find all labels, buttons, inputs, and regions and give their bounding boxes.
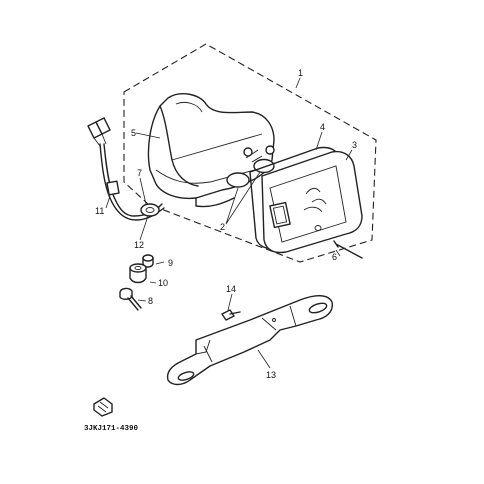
bulb-2 <box>226 145 275 188</box>
collar <box>142 254 154 268</box>
figure-code: 3JKJ171-4390 <box>84 425 139 433</box>
callout-13: 13 <box>266 370 276 380</box>
assembly-boundary <box>123 43 377 263</box>
callout-2: 2 <box>220 222 225 232</box>
front-arrow-icon <box>93 397 113 417</box>
callout-7: 7 <box>137 168 142 178</box>
callout-9: 9 <box>168 258 173 268</box>
callout-6: 6 <box>332 252 337 262</box>
callout-12: 12 <box>134 240 144 250</box>
callout-1: 1 <box>298 68 303 78</box>
lens-screw <box>333 240 363 259</box>
callout-11: 11 <box>95 206 104 216</box>
grommet <box>140 203 160 217</box>
callout-5: 5 <box>131 128 136 138</box>
damper <box>129 263 147 284</box>
bracket-bolt <box>221 309 241 321</box>
callout-3: 3 <box>352 140 357 150</box>
license-bracket <box>166 295 333 386</box>
tail-light-lens <box>261 150 363 254</box>
callout-10: 10 <box>158 278 168 288</box>
bolt <box>119 287 142 311</box>
callout-8: 8 <box>148 296 153 306</box>
tail-light-base <box>147 93 275 208</box>
leader-lines <box>105 77 353 369</box>
callout-14: 14 <box>226 284 236 294</box>
callout-4: 4 <box>320 122 325 132</box>
